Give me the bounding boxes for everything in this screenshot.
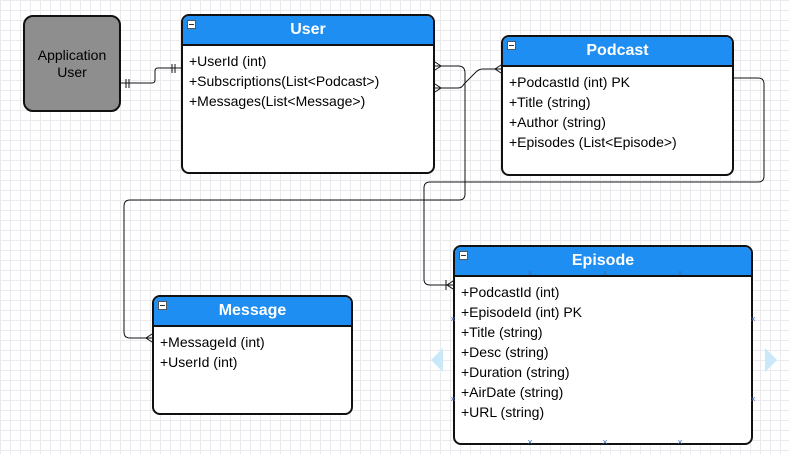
collapse-icon[interactable]: [459, 251, 468, 260]
user-entity-header[interactable]: User: [183, 16, 433, 46]
message-entity-header[interactable]: Message: [154, 297, 351, 327]
collapse-icon[interactable]: [187, 20, 196, 29]
episode-field: +Desc (string): [461, 344, 549, 360]
episode-field: +URL (string): [461, 404, 545, 420]
podcast-field: +PodcastId (int) PK: [509, 74, 631, 90]
episode-entity-header[interactable]: Episode: [455, 247, 751, 277]
episode-entity-title: Episode: [571, 252, 635, 269]
selection-handle[interactable]: ×: [750, 314, 756, 324]
podcast-entity-header[interactable]: Podcast: [503, 37, 732, 67]
podcast-field: +Author (string): [509, 114, 606, 130]
episode-field: +Duration (string): [461, 364, 570, 380]
podcast-field-list: +PodcastId (int) PK +Title (string) +Aut…: [503, 67, 732, 152]
actor-label: Application User: [37, 46, 107, 80]
message-entity-title: Message: [218, 302, 287, 319]
selection-handle[interactable]: ×: [677, 268, 683, 278]
user-field: +UserId (int): [189, 53, 267, 69]
user-entity[interactable]: User +UserId (int) +Subscriptions(List<P…: [181, 14, 435, 174]
podcast-entity-title: Podcast: [586, 42, 649, 59]
connector-user-podcast[interactable]: [435, 68, 501, 89]
episode-entity[interactable]: Episode +PodcastId (int) +EpisodeId (int…: [453, 245, 753, 445]
collapse-icon[interactable]: [158, 301, 167, 310]
user-entity-title: User: [290, 21, 326, 38]
user-field: +Subscriptions(List<Podcast>): [189, 73, 380, 89]
selection-handle[interactable]: ×: [450, 394, 456, 404]
episode-field: +AirDate (string): [461, 384, 564, 400]
application-user-actor[interactable]: Application User: [23, 15, 121, 112]
selection-arrow-right[interactable]: [765, 348, 777, 372]
message-field-list: +MessageId (int) +UserId (int): [154, 327, 351, 372]
podcast-field: +Title (string): [509, 94, 591, 110]
selection-handle[interactable]: ×: [677, 437, 683, 447]
episode-field: +Title (string): [461, 324, 543, 340]
selection-handle[interactable]: ×: [527, 437, 533, 447]
user-field: +Messages(List<Message>): [189, 93, 366, 109]
selection-handle[interactable]: ×: [602, 268, 608, 278]
selection-handle[interactable]: ×: [450, 314, 456, 324]
episode-field: +PodcastId (int): [461, 284, 560, 300]
podcast-field: +Episodes (List<Episode>): [509, 134, 677, 150]
connector-actor-user[interactable]: [121, 67, 181, 84]
connector-user-message[interactable]: [123, 65, 466, 339]
episode-field-list: +PodcastId (int) +EpisodeId (int) PK +Ti…: [455, 277, 751, 422]
message-field: +MessageId (int): [160, 334, 265, 350]
message-entity[interactable]: Message +MessageId (int) +UserId (int): [152, 295, 353, 415]
podcast-entity[interactable]: Podcast +PodcastId (int) PK +Title (stri…: [501, 35, 734, 176]
message-field: +UserId (int): [160, 354, 238, 370]
selection-handle[interactable]: ×: [527, 268, 533, 278]
selection-handle[interactable]: ×: [750, 394, 756, 404]
selection-arrow-left[interactable]: [431, 348, 443, 372]
episode-field: +EpisodeId (int) PK: [461, 304, 583, 320]
connector-podcast-episode[interactable]: [423, 77, 765, 286]
user-field-list: +UserId (int) +Subscriptions(List<Podcas…: [183, 46, 433, 111]
selection-handle[interactable]: ×: [602, 437, 608, 447]
collapse-icon[interactable]: [507, 41, 516, 50]
